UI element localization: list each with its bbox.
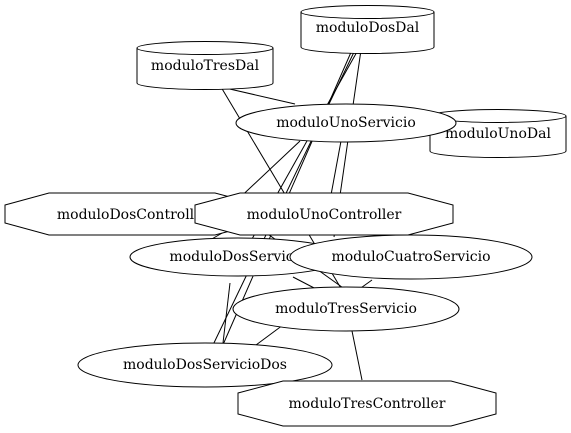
node-modulounodal[interactable]: moduloUnoDal [429, 108, 567, 159]
node-modulounoservicio[interactable]: moduloUnoServicio [235, 103, 457, 143]
node-label: moduloTresServicio [275, 301, 417, 317]
node-modulodosserviciodos[interactable]: moduloDosServicioDos [77, 342, 333, 388]
node-label: moduloDosController [57, 207, 210, 223]
node-modulotresservicio[interactable]: moduloTresServicio [232, 286, 460, 332]
node-label: moduloUnoDal [445, 126, 551, 142]
node-modulounocontroller[interactable]: moduloUnoController [194, 192, 454, 236]
node-label: moduloDosServicio [169, 249, 306, 265]
edge-tresservicio-dosserviciodos [255, 324, 284, 346]
edge-dosservicio-dosserviciodos [222, 282, 231, 344]
node-modulodosservicio[interactable]: moduloDosServicio [129, 237, 347, 277]
node-modulocuatroservicio[interactable]: moduloCuatroServicio [289, 234, 533, 280]
node-modulotrescontroller[interactable]: moduloTresController [237, 380, 497, 427]
edge-unoservicio-unocontroller [330, 140, 342, 196]
node-label: moduloUnoController [247, 207, 402, 223]
node-label: moduloTresDal [151, 58, 260, 74]
node-label: moduloDosServicioDos [123, 357, 287, 373]
node-modulotresdal[interactable]: moduloTresDal [136, 40, 274, 91]
node-modulodosdal[interactable]: moduloDosDal [300, 4, 435, 55]
edge-tresdal-unoservicio [220, 86, 296, 105]
node-modulodoscontroller[interactable]: moduloDosController [4, 192, 261, 236]
edge-tresservicio-trescontroller [351, 330, 363, 381]
node-label: moduloUnoServicio [276, 115, 416, 131]
node-label: moduloTresController [289, 396, 446, 412]
node-label: moduloDosDal [316, 20, 420, 36]
node-label: moduloCuatroServicio [331, 249, 490, 265]
